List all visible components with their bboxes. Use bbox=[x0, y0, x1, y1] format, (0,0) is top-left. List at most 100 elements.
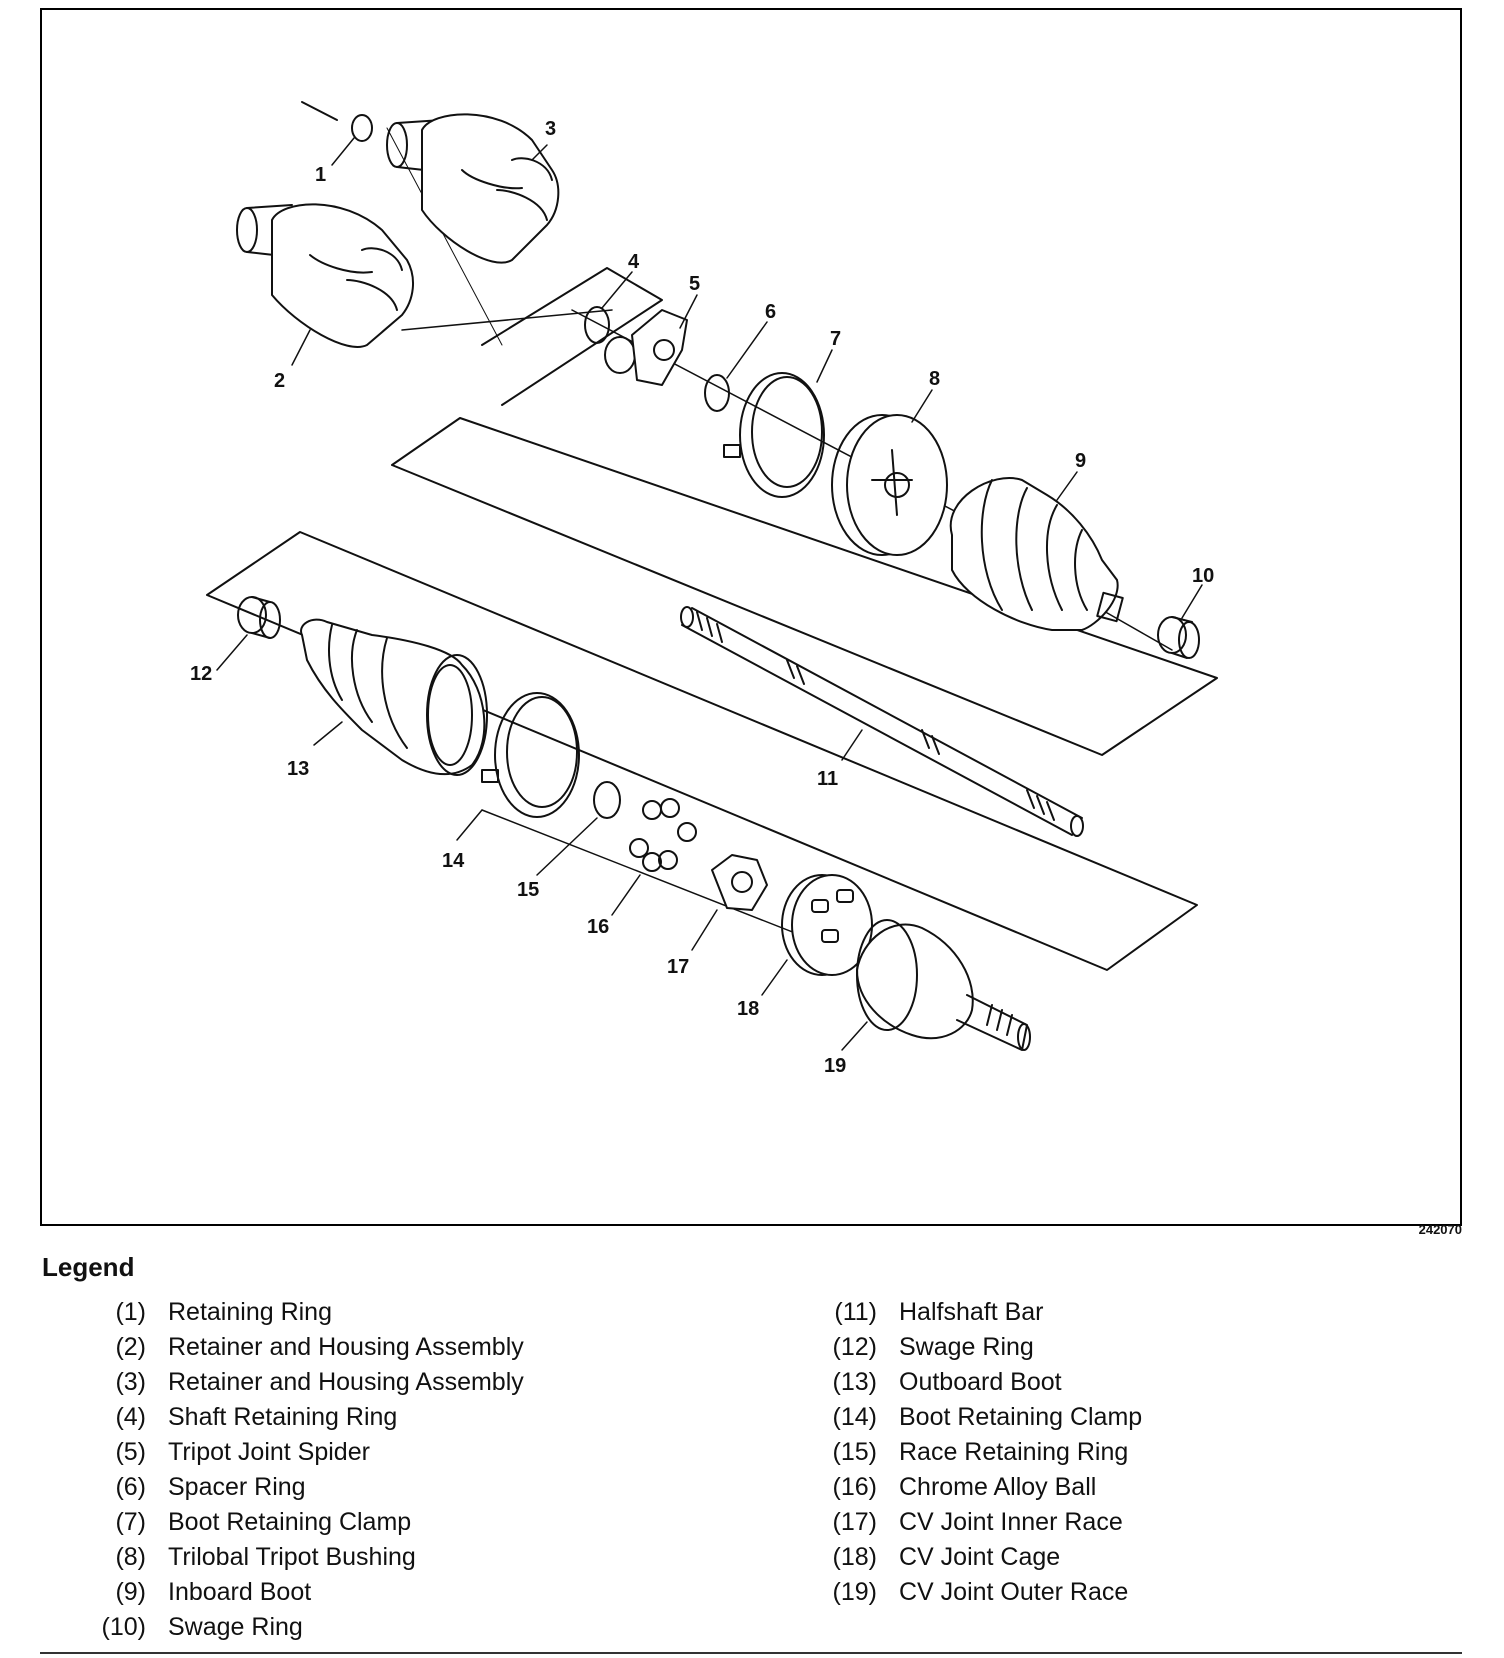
cv-outer-race-part bbox=[856, 919, 1031, 1051]
legend-item: (5) Tripot Joint Spider bbox=[84, 1438, 524, 1473]
legend-item-label: CV Joint Cage bbox=[899, 1543, 1061, 1571]
legend-column-right: (11) Halfshaft Bar (12)Swage Ring (13) Out… bbox=[815, 1298, 1143, 1613]
spacer-ring-part bbox=[704, 374, 730, 412]
swage-ring-upper-part bbox=[1157, 616, 1200, 659]
axis-lines bbox=[401, 309, 1173, 976]
legend-item-number: (1) bbox=[115, 1298, 146, 1326]
legend-item: (1) Retaining Ring bbox=[84, 1298, 524, 1333]
legend-item-number: (19) bbox=[832, 1578, 877, 1606]
legend-item-number: (5) bbox=[115, 1438, 146, 1466]
legend-item-label: Boot Retaining Clamp bbox=[168, 1508, 412, 1536]
callout-1: 1 bbox=[315, 164, 326, 186]
callout-11: 11 bbox=[817, 768, 838, 790]
callout-16: 16 bbox=[587, 916, 609, 938]
legend-item-label: Halfshaft Bar bbox=[899, 1298, 1044, 1326]
outboard-group-outline bbox=[206, 531, 1198, 971]
legend-item-label: Inboard Boot bbox=[168, 1578, 312, 1606]
legend-item: (14) Boot Retaining Clamp bbox=[815, 1403, 1143, 1438]
legend-item-label: Boot Retaining Clamp bbox=[899, 1403, 1143, 1431]
cv-cage-part bbox=[781, 874, 873, 976]
legend-item-label: Shaft Retaining Ring bbox=[168, 1403, 398, 1431]
housing-assembly-upper-part bbox=[386, 113, 560, 264]
legend-item-label: Retainer and Housing Assembly bbox=[168, 1368, 524, 1396]
legend-item-label: Spacer Ring bbox=[168, 1473, 306, 1501]
boot-clamp-upper-part bbox=[723, 372, 825, 498]
legend-item: (18) CV Joint Cage bbox=[815, 1543, 1142, 1578]
legend-item-label: Retainer and Housing Assembly bbox=[168, 1333, 524, 1361]
callout-17: 17 bbox=[667, 956, 689, 978]
exploded-view-diagram: 1 2 3 4 5 6 7 8 9 10 11 12 13 14 15 16 1… bbox=[40, 8, 1462, 1226]
legend-item-label: Swage Ring bbox=[168, 1613, 303, 1641]
figure-id: 242070 bbox=[1418, 1222, 1462, 1237]
legend-item-label: Swage Ring bbox=[899, 1333, 1034, 1361]
swage-ring-lower-part bbox=[237, 596, 281, 639]
callout-8: 8 bbox=[929, 368, 940, 390]
outboard-boot-part bbox=[300, 618, 488, 776]
callout-4: 4 bbox=[628, 251, 640, 273]
callout-7: 7 bbox=[830, 328, 841, 350]
legend-item-label: Outboard Boot bbox=[899, 1368, 1062, 1396]
legend-item-label: CV Joint Inner Race bbox=[899, 1508, 1123, 1536]
legend-item-number: (11) bbox=[834, 1298, 877, 1326]
legend-item-number: (8) bbox=[115, 1543, 146, 1571]
legend-item: (2) Retainer and Housing Assembly bbox=[84, 1333, 524, 1368]
halfshaft-group-outline bbox=[391, 417, 1218, 756]
legend-item: (15) Race Retaining Ring bbox=[815, 1438, 1142, 1473]
legend-item-label: Tripot Joint Spider bbox=[168, 1438, 370, 1466]
legend-item-number: (9) bbox=[115, 1578, 146, 1606]
callout-5: 5 bbox=[689, 273, 700, 295]
tripot-spider-part bbox=[604, 309, 688, 386]
legend-item: (8) Trilobal Tripot Bushing bbox=[84, 1543, 524, 1578]
legend-item: (3) Retainer and Housing Assembly bbox=[84, 1368, 524, 1403]
callout-19: 19 bbox=[824, 1055, 846, 1077]
callout-18: 18 bbox=[737, 998, 759, 1020]
callout-9: 9 bbox=[1075, 450, 1086, 472]
callout-10: 10 bbox=[1192, 565, 1214, 587]
inboard-boot-part bbox=[949, 477, 1124, 631]
shaft-retaining-ring-part bbox=[584, 306, 610, 344]
legend-item-number: (17) bbox=[832, 1508, 877, 1536]
cv-inner-race-part bbox=[711, 854, 768, 911]
legend-item: (9) Inboard Boot bbox=[84, 1578, 524, 1613]
legend-item-label: Retaining Ring bbox=[168, 1298, 332, 1326]
legend-item: (13) Outboard Boot bbox=[815, 1368, 1142, 1403]
legend-item-number: (14) bbox=[832, 1403, 877, 1431]
race-retaining-ring-part bbox=[593, 781, 621, 819]
halfshaft-bar-part bbox=[680, 606, 1084, 837]
legend-item-number: (6) bbox=[115, 1473, 146, 1501]
legend-item-number: (16) bbox=[832, 1473, 877, 1501]
callout-2: 2 bbox=[274, 370, 285, 392]
legend-item: (17) CV Joint Inner Race bbox=[815, 1508, 1142, 1543]
legend-column-left: (1) Retaining Ring (2) Retainer and Housin… bbox=[84, 1298, 524, 1648]
legend-title: Legend bbox=[42, 1252, 135, 1282]
legend-item-number: (7) bbox=[115, 1508, 146, 1536]
callout-14: 14 bbox=[442, 850, 465, 872]
legend-item-number: (10) bbox=[101, 1613, 146, 1641]
callout-13: 13 bbox=[287, 758, 309, 780]
legend-item: (4) Shaft Retaining Ring bbox=[84, 1403, 524, 1438]
legend-item-number: (2) bbox=[115, 1333, 146, 1361]
trilobal-bushing-part bbox=[831, 414, 948, 556]
callout-12: 12 bbox=[190, 663, 212, 685]
callout-3: 3 bbox=[545, 118, 556, 140]
legend-item: (10) Swage Ring bbox=[84, 1613, 524, 1648]
legend-item-label: CV Joint Outer Race bbox=[899, 1578, 1129, 1606]
legend-item-label: Chrome Alloy Ball bbox=[899, 1473, 1097, 1501]
legend-item-number: (18) bbox=[832, 1543, 877, 1571]
legend-item: (7) Boot Retaining Clamp bbox=[84, 1508, 524, 1543]
legend-item: (16) Chrome Alloy Ball bbox=[815, 1473, 1142, 1508]
retaining-ring-part bbox=[351, 114, 373, 142]
legend-item-number: (4) bbox=[115, 1403, 146, 1431]
legend-item: (12)Swage Ring bbox=[815, 1333, 1142, 1368]
legend-item-number: (15) bbox=[832, 1438, 877, 1466]
bottom-divider bbox=[40, 1652, 1462, 1654]
legend-item-number: (3) bbox=[115, 1368, 146, 1396]
callout-15: 15 bbox=[517, 879, 539, 901]
legend-item: (19) CV Joint Outer Race bbox=[815, 1578, 1142, 1613]
chrome-balls-part bbox=[629, 798, 697, 872]
legend-item-label: Trilobal Tripot Bushing bbox=[168, 1543, 416, 1571]
legend-item-label: Race Retaining Ring bbox=[899, 1438, 1129, 1466]
legend-item-number: (13) bbox=[832, 1368, 877, 1396]
callout-leaders bbox=[216, 137, 1203, 1051]
boot-clamp-lower-part bbox=[481, 692, 580, 818]
